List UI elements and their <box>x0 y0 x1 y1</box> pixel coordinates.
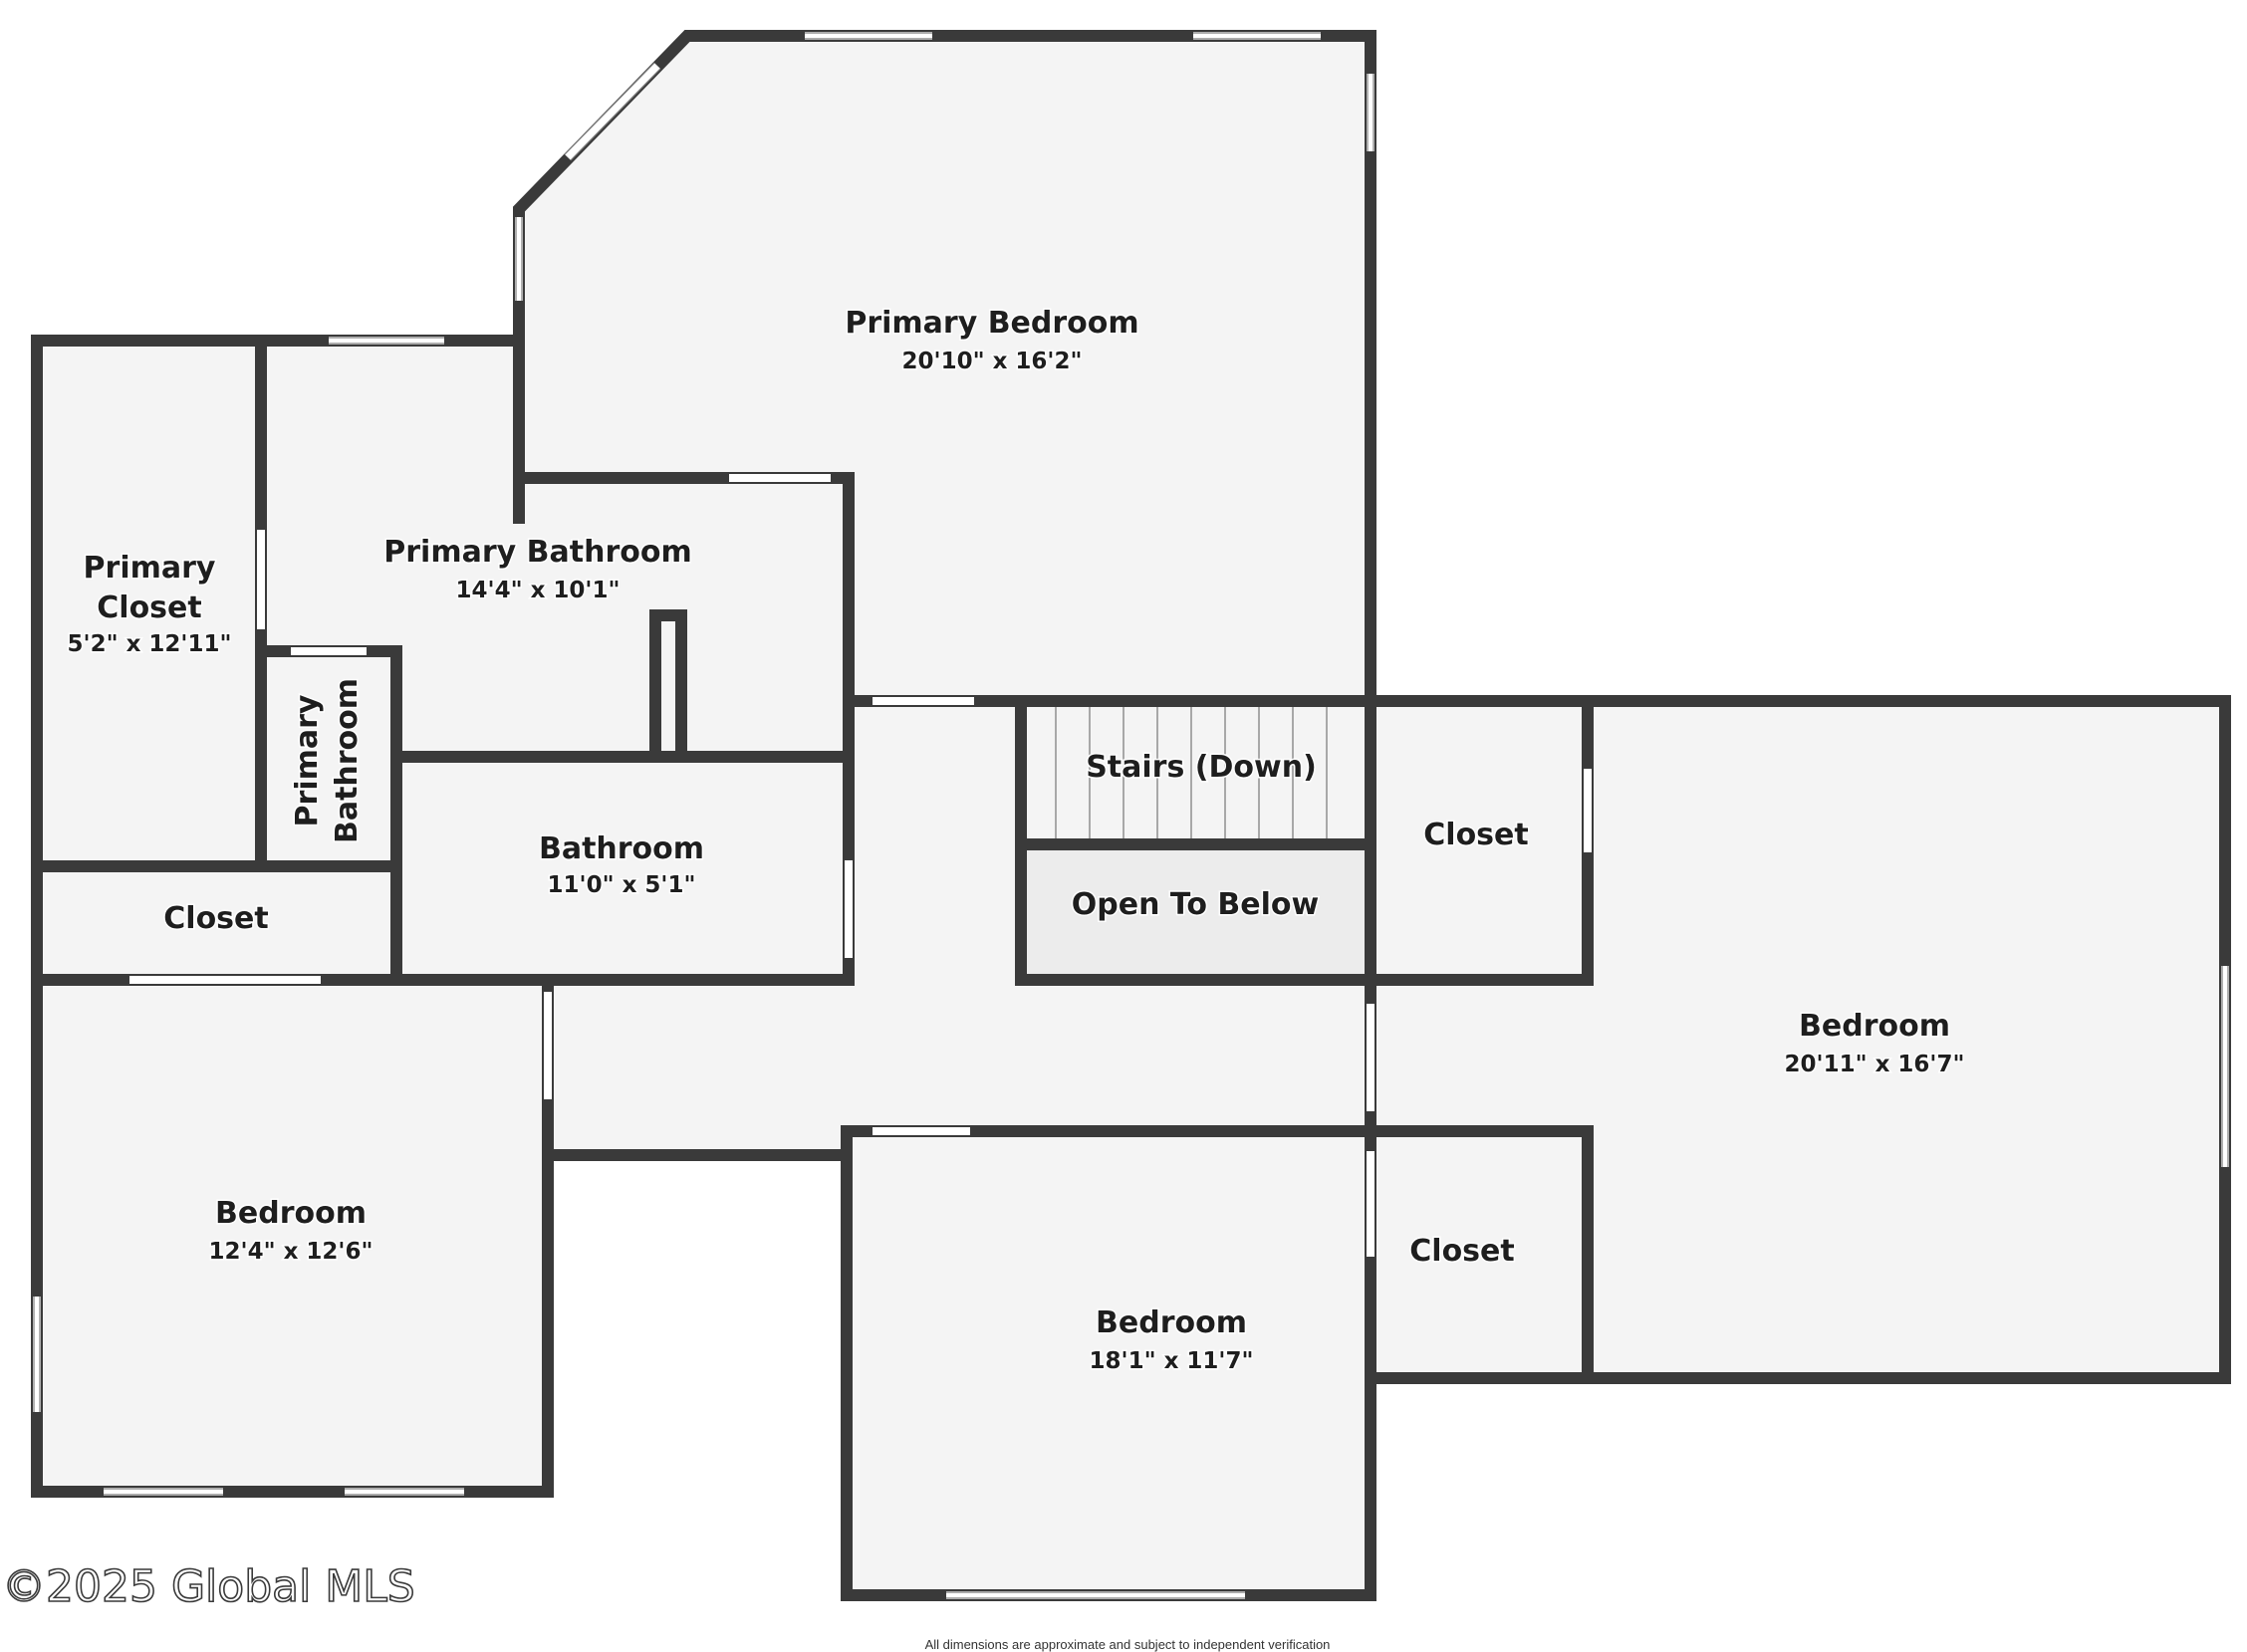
primary-closet-floor <box>37 341 261 866</box>
windows <box>33 32 2229 1599</box>
stair-treads <box>1021 705 1328 838</box>
window-bedroom-left-bottom-1 <box>104 1488 223 1496</box>
disclaimer-text: All dimensions are approximate and subje… <box>925 1637 1331 1652</box>
bathroom-label: Bathroom <box>539 831 704 866</box>
primary-closet-dimensions: 5'2" x 12'11" <box>68 631 232 657</box>
primary-bedroom-label: Primary Bedroom <box>845 306 1138 341</box>
window-diagonal <box>564 62 661 161</box>
primary-bedroom-floor <box>519 36 1367 695</box>
primary-bathroom-floor <box>261 341 849 757</box>
closet-left-floor <box>37 866 396 974</box>
copyright-watermark: ©2025 Global MLS <box>2 1561 415 1612</box>
window-bedroom-bottom <box>946 1591 1245 1599</box>
window-top-1 <box>805 32 932 40</box>
primary-bedroom-dimensions: 20'10" x 16'2" <box>902 349 1083 374</box>
walls <box>31 30 2231 1601</box>
bedroom-bottom-floor <box>850 1131 1367 1589</box>
closet-left-label: Closet <box>163 901 268 936</box>
closet-right-bottom-label: Closet <box>1409 1234 1514 1269</box>
bathroom-floor <box>396 757 849 974</box>
bedroom-bottom-dimensions: 18'1" x 11'7" <box>1090 1348 1254 1374</box>
window-primary-bathroom <box>329 337 444 345</box>
primary-bathroom-small-label-line2: Bathroom <box>330 678 365 843</box>
bathroom-dimensions: 11'0" x 5'1" <box>548 872 696 898</box>
bedroom-left-label: Bedroom <box>215 1196 367 1231</box>
closet-right-bottom-floor <box>1373 1131 1584 1372</box>
bedroom-left-floor <box>37 980 545 1486</box>
hallway-floor <box>551 695 1367 1151</box>
bedroom-bottom-label: Bedroom <box>1096 1305 1247 1340</box>
window-bedroom-left-bottom-2 <box>345 1488 464 1496</box>
bedroom-right-label: Bedroom <box>1799 1009 1950 1044</box>
room-labels: Primary Bedroom 20'10" x 16'2" Primary C… <box>66 305 1966 1376</box>
open-to-below-label: Open To Below <box>1072 887 1319 922</box>
window-bedroom-right <box>2221 966 2229 1167</box>
primary-bathroom-small-floor <box>261 651 396 866</box>
window-bedroom-left-side <box>33 1297 41 1412</box>
closet-right-top-label: Closet <box>1423 818 1528 852</box>
window-top-2 <box>1193 32 1321 40</box>
primary-bathroom-dimensions: 14'4" x 10'1" <box>456 578 621 603</box>
door-openings <box>129 474 1592 1257</box>
primary-closet-label-line1: Primary <box>84 551 216 586</box>
primary-bathroom-small-label-line1: Primary <box>290 694 325 826</box>
stairs-floor <box>1021 701 1367 838</box>
open-to-below-floor <box>1021 844 1367 978</box>
bedroom-left-dimensions: 12'4" x 12'6" <box>209 1239 374 1265</box>
window-left-upper <box>515 217 523 301</box>
stairs-label: Stairs (Down) <box>1086 750 1317 785</box>
room-floors <box>37 36 2219 1589</box>
bedroom-right-dimensions: 20'11" x 16'7" <box>1785 1052 1965 1077</box>
window-right-upper <box>1367 74 1374 151</box>
primary-bathroom-label: Primary Bathroom <box>383 535 691 570</box>
primary-closet-label-line2: Closet <box>97 590 201 625</box>
